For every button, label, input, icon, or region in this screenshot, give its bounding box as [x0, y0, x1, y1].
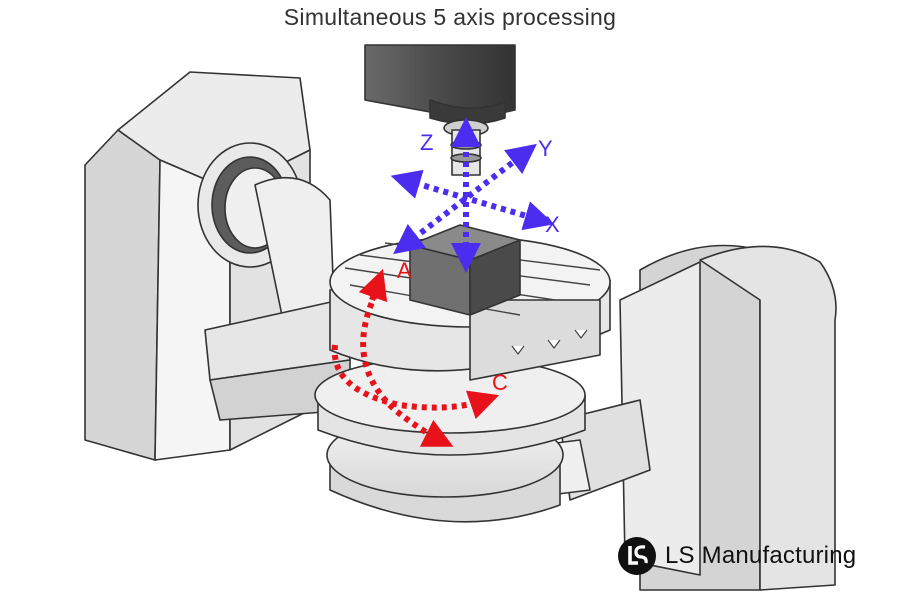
- right-trunnion-support: [619, 244, 837, 591]
- left-cradle-arm: [204, 177, 351, 421]
- spindle-head: [364, 44, 516, 176]
- x-axis-arrow: [390, 169, 555, 231]
- a-axis-start-head: [358, 268, 388, 303]
- ls-logo-icon: [618, 537, 656, 575]
- axis-label-a: A: [397, 258, 412, 283]
- axis-label-y: Y: [538, 136, 553, 161]
- axis-label-z: Z: [420, 130, 433, 155]
- diagram-title: Simultaneous 5 axis processing: [283, 4, 617, 30]
- rotary-base: [314, 356, 586, 523]
- brand-watermark: LS Manufacturing: [617, 534, 856, 578]
- brand-name: LS Manufacturing: [665, 542, 857, 569]
- c-axis-arc: [331, 344, 500, 420]
- axis-label-x: X: [545, 212, 560, 237]
- workpiece-cube: [409, 224, 521, 316]
- rotary-axis-arrows: [331, 268, 500, 447]
- axis-label-c: C: [492, 370, 508, 395]
- linear-axis-arrows: [390, 117, 555, 273]
